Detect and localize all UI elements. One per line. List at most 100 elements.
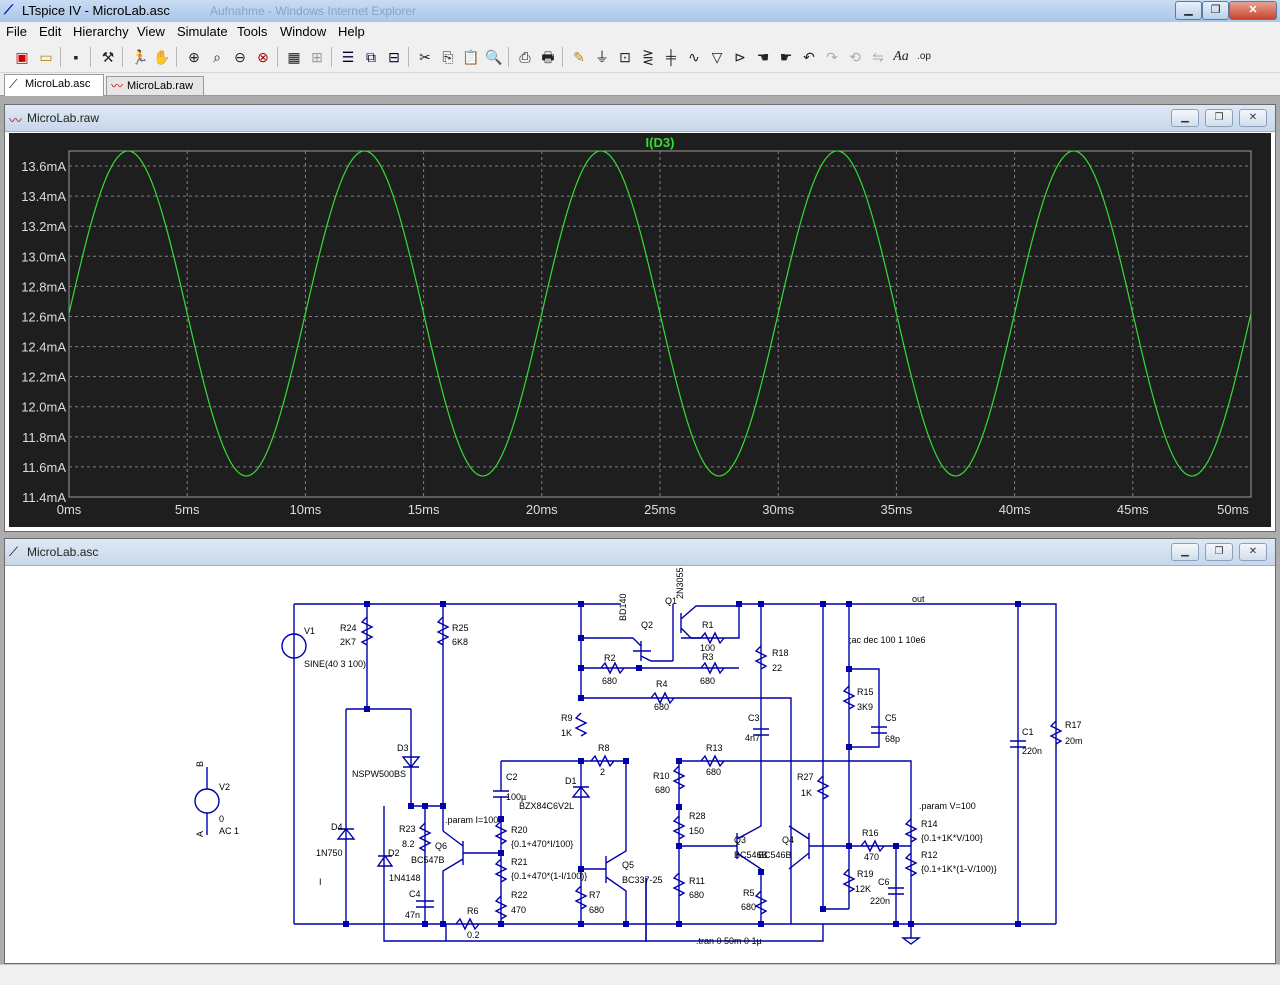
label-v2[interactable]: V2 — [219, 782, 230, 792]
schematic-window[interactable]: ⟋ MicroLab.asc ▁ ❐ ✕ — [4, 538, 1276, 964]
label-r27v[interactable]: 1K — [801, 788, 812, 798]
close-button[interactable]: ✕ — [1239, 109, 1267, 127]
label-d3v[interactable]: NSPW500BS — [352, 769, 406, 779]
label-d4[interactable]: D4 — [331, 822, 343, 832]
label-q6[interactable]: Q6 — [435, 841, 447, 851]
label-param_v[interactable]: .param V=100 — [919, 801, 976, 811]
label-r23v[interactable]: 8.2 — [402, 839, 415, 849]
tab-microlab-raw[interactable]: 〰 MicroLab.raw — [106, 76, 204, 95]
minimize-button[interactable]: ▁ — [1171, 543, 1199, 561]
menu-edit[interactable]: Edit — [39, 24, 62, 39]
label-q1[interactable]: Q1 — [665, 596, 677, 606]
label-c6[interactable]: C6 — [878, 877, 890, 887]
label-c5[interactable]: C5 — [885, 713, 897, 723]
label-r3v[interactable]: 680 — [700, 676, 715, 686]
waveform-icon[interactable]: ⊞ — [311, 49, 323, 65]
cascade-icon[interactable]: ⧉ — [366, 49, 376, 65]
label-r12v[interactable]: {0.1+1K*(1-V/100)} — [921, 864, 997, 874]
label-d4v[interactable]: 1N750 — [316, 848, 343, 858]
label-r2[interactable]: R2 — [604, 653, 616, 663]
label-r16v[interactable]: 470 — [864, 852, 879, 862]
label-c3v[interactable]: 4n7 — [745, 733, 760, 743]
label-q4[interactable]: Q4 — [782, 835, 794, 845]
inductor-icon[interactable]: ∿ — [688, 49, 700, 65]
cut-icon[interactable]: ✂ — [419, 49, 431, 65]
label-r3[interactable]: R3 — [702, 652, 714, 662]
label-r22v[interactable]: 470 — [511, 905, 526, 915]
label-r7v[interactable]: 680 — [589, 905, 604, 915]
halt-icon[interactable]: ✋ — [153, 49, 171, 65]
label-r24[interactable]: R24 — [340, 623, 357, 633]
redo-icon[interactable]: ↷ — [826, 49, 838, 65]
restore-button[interactable]: ❐ — [1205, 109, 1233, 127]
label-r25v[interactable]: 6K8 — [452, 637, 468, 647]
label-r11v[interactable]: 680 — [689, 890, 704, 900]
label-q2v[interactable]: BD140 — [618, 593, 628, 621]
label-r1v[interactable]: 100 — [700, 643, 715, 653]
label-r9[interactable]: R9 — [561, 713, 573, 723]
open-folder-icon[interactable]: ▭ — [39, 49, 53, 65]
label-r5v[interactable]: 680 — [741, 902, 756, 912]
label-net_i[interactable]: I — [319, 877, 322, 887]
label-q4v[interactable]: BC546B — [758, 850, 792, 860]
label-r14[interactable]: R14 — [921, 819, 938, 829]
label-r23[interactable]: R23 — [399, 824, 416, 834]
zoom-in-icon[interactable]: ⊕ — [188, 49, 200, 65]
tile-vertical-icon[interactable]: ⊟ — [388, 49, 400, 65]
label-r13[interactable]: R13 — [706, 743, 723, 753]
label-r1[interactable]: R1 — [702, 620, 714, 630]
label-q5v[interactable]: BC337-25 — [622, 875, 663, 885]
label-q3v[interactable]: BC546B — [734, 850, 768, 860]
control-panel-icon[interactable]: ⚒ — [101, 49, 115, 65]
waveform-plot[interactable]: I(D3) 11.4mA11.6mA11.8mA12.0mA12.2mA12.4… — [9, 133, 1271, 527]
label-v1v[interactable]: SINE(40 3 100) — [304, 659, 366, 669]
zoom-fit-icon[interactable]: ⊗ — [257, 49, 269, 65]
label-q5[interactable]: Q5 — [622, 860, 634, 870]
label-r10[interactable]: R10 — [653, 771, 670, 781]
label-c1v[interactable]: 220n — [1022, 746, 1042, 756]
label-r17[interactable]: R17 — [1065, 720, 1082, 730]
label-c3[interactable]: C3 — [748, 713, 760, 723]
label-net-icon[interactable]: ⊡ — [619, 49, 631, 65]
label-r6[interactable]: R6 — [467, 906, 479, 916]
trace-i-d3[interactable] — [68, 150, 1252, 477]
label-r13v[interactable]: 680 — [706, 767, 721, 777]
label-r8v[interactable]: 2 — [600, 767, 605, 777]
draw-wire-icon[interactable]: ✎ — [573, 49, 585, 65]
label-q2[interactable]: Q2 — [641, 620, 653, 630]
print-setup-icon[interactable]: ⎙ — [519, 49, 531, 65]
label-v2v[interactable]: 0 — [219, 814, 224, 824]
label-r12[interactable]: R12 — [921, 850, 938, 860]
mirror-icon[interactable]: ⇋ — [872, 49, 884, 65]
close-button[interactable]: ✕ — [1229, 1, 1277, 20]
label-c5v[interactable]: 68p — [885, 734, 900, 744]
trace-title[interactable]: I(D3) — [646, 135, 675, 150]
schematic-window-titlebar[interactable]: ⟋ MicroLab.asc ▁ ❐ ✕ — [5, 539, 1275, 566]
text-icon[interactable]: Aa — [893, 49, 909, 64]
label-r4v[interactable]: 680 — [654, 702, 669, 712]
label-d1[interactable]: D1 — [565, 776, 577, 786]
label-d3[interactable]: D3 — [397, 743, 409, 753]
label-r4[interactable]: R4 — [656, 679, 668, 689]
label-v1[interactable]: V1 — [304, 626, 315, 636]
component-icon[interactable]: ⊳ — [734, 49, 746, 65]
rotate-icon[interactable]: ⟲ — [849, 49, 861, 65]
label-r15[interactable]: R15 — [857, 687, 874, 697]
menu-simulate[interactable]: Simulate — [177, 24, 228, 39]
minimize-button[interactable]: ▁ — [1171, 109, 1199, 127]
label-r16[interactable]: R16 — [862, 828, 879, 838]
tab-microlab-asc[interactable]: ⟋ MicroLab.asc — [4, 74, 104, 96]
label-d2v[interactable]: 1N4148 — [389, 873, 421, 883]
label-c4[interactable]: C4 — [409, 889, 421, 899]
run-icon[interactable]: 🏃 — [131, 49, 149, 65]
label-r28[interactable]: R28 — [689, 811, 706, 821]
label-v2ac[interactable]: AC 1 — [219, 826, 239, 836]
label-c2v[interactable]: 100µ — [506, 792, 526, 802]
print-icon[interactable]: 🖶 — [541, 49, 555, 65]
spice-directive-icon[interactable]: .op — [917, 51, 931, 62]
close-button[interactable]: ✕ — [1239, 543, 1267, 561]
menu-file[interactable]: File — [6, 24, 27, 39]
label-b_top[interactable]: B — [195, 761, 205, 767]
label-ac[interactable]: ;ac dec 100 1 10e6 — [849, 635, 926, 645]
